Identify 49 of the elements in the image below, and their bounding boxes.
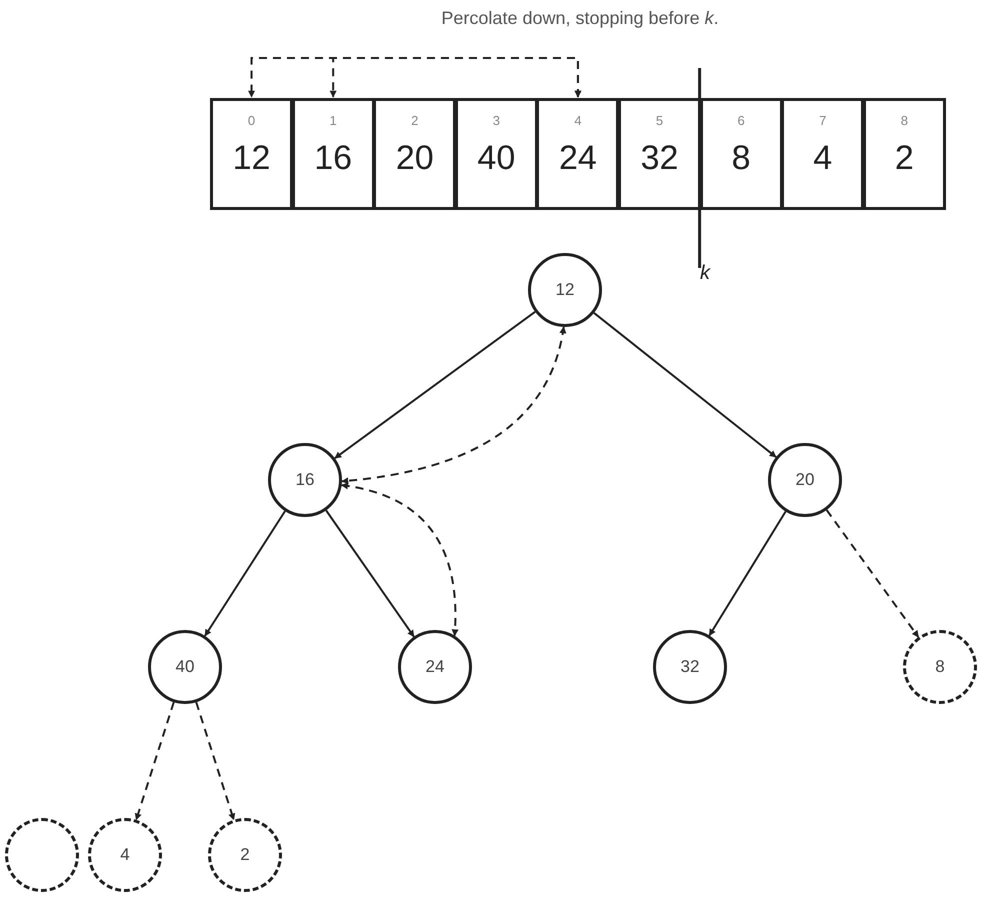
- index-label: 7: [818, 113, 828, 128]
- arrow: [708, 510, 786, 636]
- array-cell: [373, 98, 456, 210]
- tree-node: 40: [148, 630, 222, 704]
- dashed-arrow: [340, 482, 458, 636]
- tree-node: 8: [903, 630, 977, 704]
- cell-value: 40: [476, 141, 516, 175]
- index-label: 0: [246, 113, 256, 128]
- index-label: 6: [736, 113, 746, 128]
- array-cell: [618, 98, 702, 210]
- array-cell: [292, 98, 375, 210]
- cell-value: 20: [394, 141, 435, 175]
- index-label: 5: [654, 113, 664, 128]
- cell-value: 2: [894, 141, 915, 175]
- cell-value: 32: [640, 141, 680, 175]
- tree-node: 2: [208, 818, 282, 892]
- tree-node: 20: [768, 443, 842, 517]
- tree-node: 12: [528, 253, 602, 327]
- marker-label: k: [700, 262, 710, 285]
- cell-value: 4: [812, 141, 834, 175]
- arrow: [334, 311, 536, 459]
- array-cell: [454, 98, 538, 210]
- arrow: [204, 510, 286, 636]
- cell-value: 16: [313, 141, 354, 175]
- dashed-arrow: [195, 702, 236, 820]
- array-cell: [700, 98, 783, 210]
- cell-value: 24: [558, 141, 598, 175]
- array-cell: [781, 98, 864, 210]
- tree-node: 32: [653, 630, 727, 704]
- index-label: 2: [410, 113, 420, 128]
- index-label: 3: [492, 113, 501, 128]
- index-label: 8: [900, 113, 909, 128]
- arrow: [325, 510, 415, 638]
- index-label: 1: [328, 113, 338, 128]
- array-cell: [210, 98, 294, 210]
- title: Percolate down, stopping before k.: [440, 8, 720, 29]
- index-label: 4: [573, 113, 583, 128]
- dashed-arrow: [134, 702, 175, 820]
- arrow: [593, 312, 777, 458]
- tree-node: 4: [88, 818, 162, 892]
- dashed-arrow: [341, 326, 566, 484]
- dashed-arrow: [826, 509, 920, 638]
- cell-value: 8: [730, 141, 752, 175]
- array-cell: [862, 98, 946, 210]
- tree-node: 24: [398, 630, 472, 704]
- tree-node: 16: [268, 443, 342, 517]
- dashed-arrow: [330, 57, 582, 98]
- cell-value: 12: [232, 141, 272, 175]
- array-cell: [536, 98, 620, 210]
